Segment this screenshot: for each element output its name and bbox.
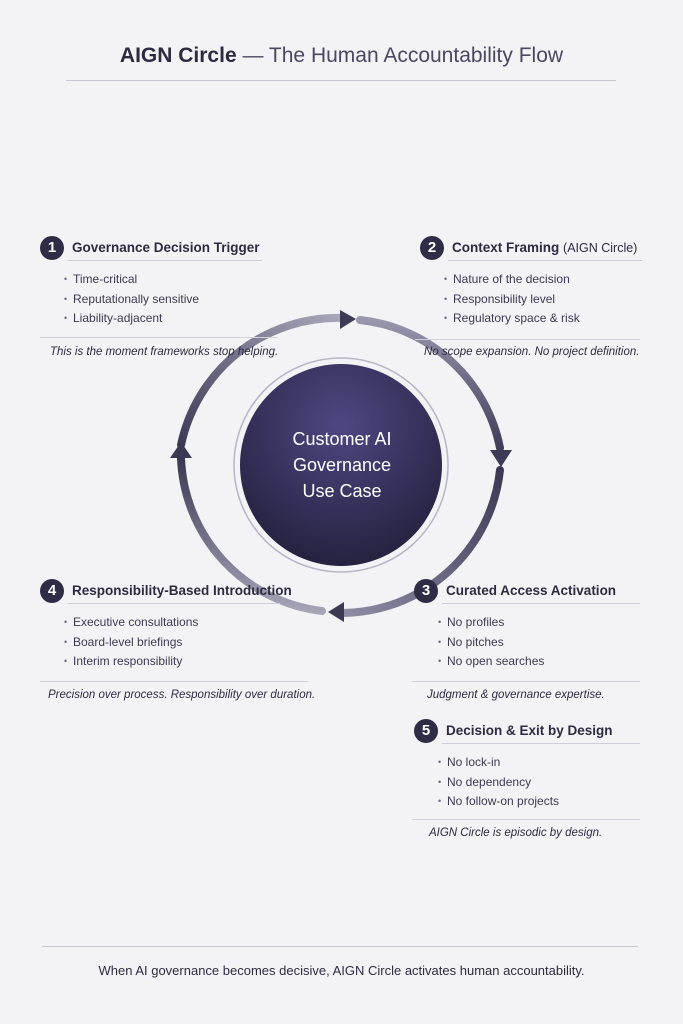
- step-3-note: Judgment & governance expertise.: [427, 689, 605, 701]
- center-disc: [240, 364, 442, 566]
- step-5-title-underline: [442, 743, 640, 744]
- step-5-number-badge: 5: [414, 719, 438, 743]
- center-line-1: Customer AI: [292, 429, 392, 449]
- arrowhead-down-icon: [490, 450, 512, 467]
- step-4-title-underline: [68, 603, 280, 604]
- step-5-bullet-list: No lock-in No dependency No follow-on pr…: [414, 753, 640, 812]
- step-4-bullet: Board-level briefings: [64, 633, 280, 653]
- step-1-bullet: Reputationally sensitive: [64, 290, 262, 310]
- center-line-2: Governance: [292, 455, 392, 475]
- step-1-bullet: Time-critical: [64, 270, 262, 290]
- footer-divider: [42, 946, 638, 947]
- step-5: 5 Decision & Exit by Design No lock-in N…: [414, 719, 640, 812]
- title-divider: [66, 80, 616, 81]
- step-2-title-underline: [448, 260, 642, 261]
- step-1-note: This is the moment frameworks stop helpi…: [50, 346, 279, 358]
- center-line-3: Use Case: [302, 481, 382, 501]
- step-4-title: Responsibility-Based Introduction: [72, 583, 292, 598]
- step-3-title: Curated Access Activation: [446, 583, 617, 598]
- step-2-bullet: Nature of the decision: [444, 270, 642, 290]
- step-5-bullet: No follow-on projects: [438, 792, 640, 812]
- step-3-note-divider: [412, 681, 640, 682]
- step-2-number-badge: 2: [420, 236, 444, 260]
- step-4-note-divider: [40, 681, 308, 682]
- step-4-number-badge: 4: [40, 579, 64, 603]
- step-4-bullet-list: Executive consultations Board-level brie…: [40, 613, 280, 672]
- step-2-title: Context Framing (AIGN Circle): [452, 240, 637, 255]
- title-brand: AIGN Circle: [119, 44, 237, 67]
- step-2-title-main: Context Framing: [452, 240, 560, 255]
- arrowhead-left-icon: [328, 602, 344, 622]
- step-1-bullet: Liability-adjacent: [64, 309, 262, 329]
- step-5-bullet: No dependency: [438, 773, 640, 793]
- step-3-number-badge: 3: [414, 579, 438, 603]
- cycle-arc-top-left: [177, 313, 347, 449]
- step-1-bullet-list: Time-critical Reputationally sensitive L…: [40, 270, 262, 329]
- step-3-bullet: No profiles: [438, 613, 640, 633]
- cycle-arc-left: [177, 454, 326, 615]
- step-5-note: AIGN Circle is episodic by design.: [429, 827, 603, 839]
- arrowhead-up-icon: [170, 442, 192, 458]
- step-1-title-underline: [68, 260, 262, 261]
- step-4-bullet: Executive consultations: [64, 613, 280, 633]
- step-2-title-sub: (AIGN Circle): [563, 241, 638, 255]
- title-rest: — The Human Accountability Flow: [242, 44, 564, 67]
- page-title: AIGN Circle — The Human Accountability F…: [0, 44, 683, 68]
- step-4-note: Precision over process. Responsibility o…: [48, 689, 316, 701]
- step-3-bullet: No open searches: [438, 652, 640, 672]
- step-4: 4 Responsibility-Based Introduction Exec…: [40, 579, 292, 672]
- center-ring: [233, 357, 449, 573]
- step-1-number-badge: 1: [40, 236, 64, 260]
- step-3-bullet: No pitches: [438, 633, 640, 653]
- step-5-bullet: No lock-in: [438, 753, 640, 773]
- arrowhead-right-icon: [340, 310, 356, 329]
- step-3-bullet-list: No profiles No pitches No open searches: [414, 613, 640, 672]
- step-5-title: Decision & Exit by Design: [446, 723, 613, 738]
- step-1: 1 Governance Decision Trigger Time-criti…: [40, 236, 262, 329]
- step-2-bullet: Regulatory space & risk: [444, 309, 642, 329]
- step-3-title-underline: [442, 603, 640, 604]
- step-2-bullet: Responsibility level: [444, 290, 642, 310]
- cycle-arc-top-right: [356, 316, 504, 452]
- step-3: 3 Curated Access Activation No profiles …: [414, 579, 640, 672]
- step-1-title: Governance Decision Trigger: [72, 240, 260, 255]
- footer-statement: When AI governance becomes decisive, AIG…: [98, 963, 585, 978]
- step-2: 2 Context Framing (AIGN Circle) Nature o…: [420, 236, 642, 329]
- step-1-note-divider: [40, 337, 278, 338]
- step-2-note: No scope expansion. No project definitio…: [424, 346, 640, 358]
- step-2-bullet-list: Nature of the decision Responsibility le…: [420, 270, 642, 329]
- step-4-bullet: Interim responsibility: [64, 652, 280, 672]
- step-2-note-divider: [415, 339, 640, 340]
- cycle-arc-bottom-right: [338, 466, 504, 617]
- step-5-note-divider: [412, 819, 640, 820]
- center-label: Customer AI Governance Use Case: [252, 426, 432, 504]
